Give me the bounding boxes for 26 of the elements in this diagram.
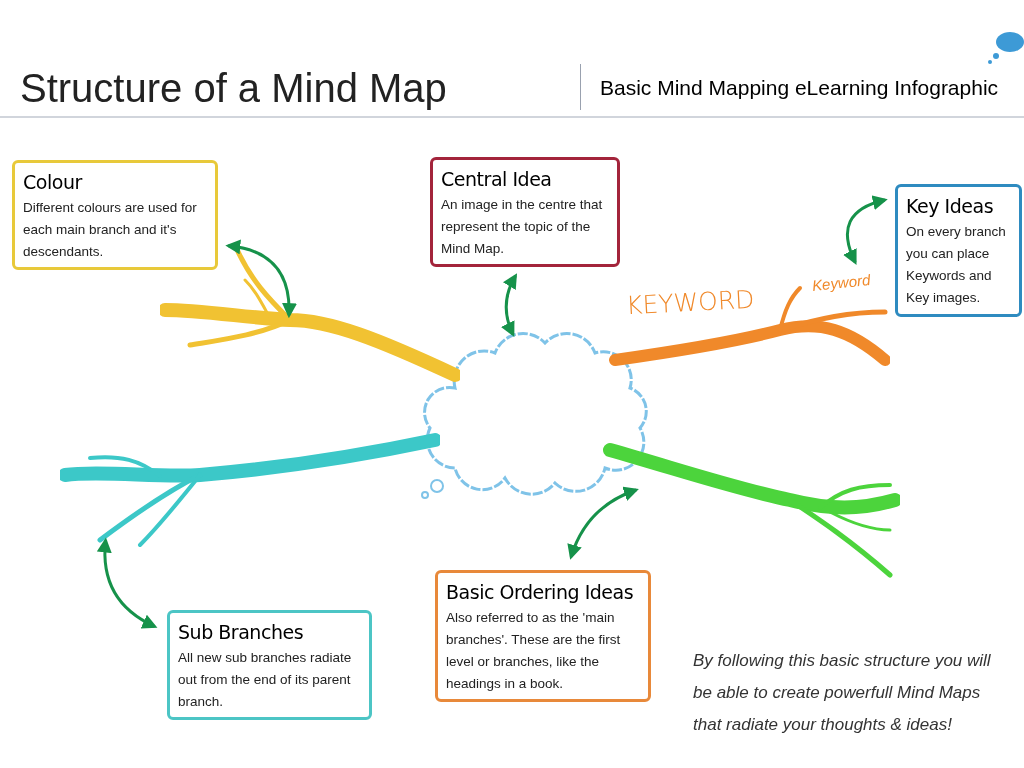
keyword-text: Keyword [811, 270, 872, 296]
box-text: On every branch you can place Keywords and Key images. [906, 223, 1007, 307]
title: Structure of a Mind Map [20, 65, 447, 112]
info-box [430, 157, 620, 267]
box-heading: Central Idea [441, 167, 553, 192]
double-arrow [225, 239, 297, 319]
info-box [12, 160, 218, 270]
branch-drawing [60, 430, 440, 550]
box-text: All new sub branches radiate out from the end of its parent branch. [178, 649, 353, 711]
double-arrow [567, 487, 639, 560]
box-text: Also referred to as the 'main branches'. These are the first level or branches, like the headings in a book. [446, 609, 622, 693]
box-heading: Sub Branches [178, 620, 305, 645]
closing-note: By following this basic structure you will be able to create powerfull Mind Maps that radiate your thoughts & ideas! [693, 650, 992, 736]
info-box [895, 184, 1022, 317]
subtitle: Basic Mind Mapping eLearning Infographic [600, 75, 999, 101]
box-text: An image in the centre that represent the topic of the Mind Map. [441, 196, 604, 258]
box-heading: Key Ideas [906, 194, 995, 219]
box-text: Different colours are used for each main branch and it's descendants. [23, 199, 198, 261]
info-box [167, 610, 372, 720]
box-heading: Colour [23, 170, 84, 195]
box-heading: Basic Ordering Ideas [446, 580, 635, 605]
double-arrow [843, 195, 888, 265]
info-box [435, 570, 651, 702]
double-arrow [97, 537, 158, 628]
double-arrow [501, 273, 517, 338]
keyword-text: KEYWORD [625, 283, 756, 323]
